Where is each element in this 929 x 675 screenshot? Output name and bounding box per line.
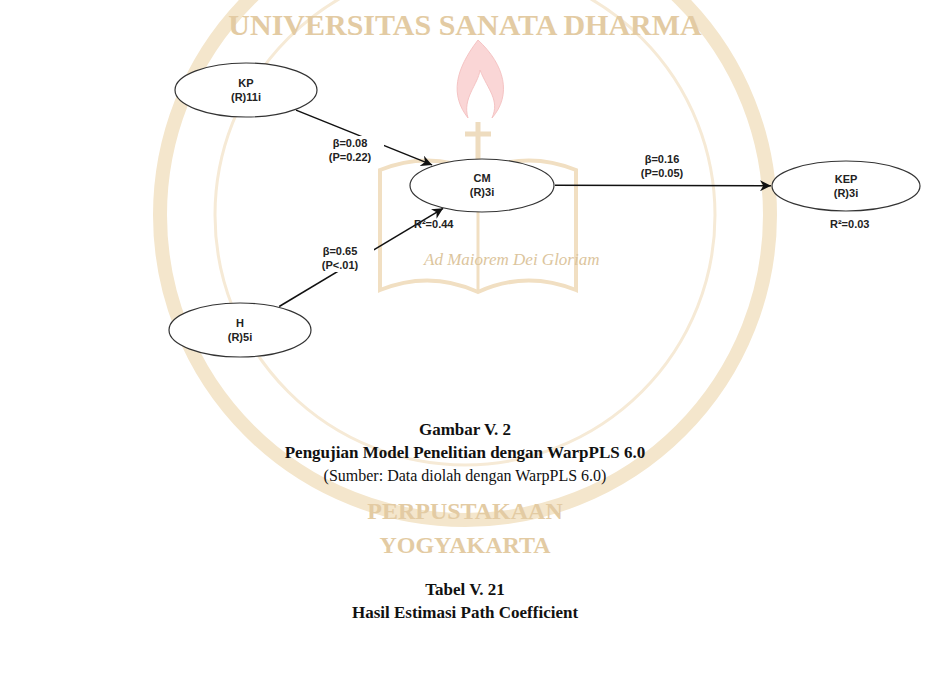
r-squared-label: R²=0.03 xyxy=(830,218,869,230)
caption-text: (Sumber: Data diolah dengan WarpPLS 6.0) xyxy=(324,467,607,485)
watermark-text: Ad Maiorem Dei Gloriam xyxy=(424,250,600,270)
ellipse-outline xyxy=(771,160,921,212)
node-text: (R)11i xyxy=(231,90,261,104)
watermark-text: YOGYAKARTA xyxy=(379,532,550,559)
caption-text: Tabel V. 21 xyxy=(425,580,505,600)
ellipse-outline xyxy=(168,302,312,358)
watermark-text: PERPUSTAKAAN xyxy=(367,498,563,525)
node-text: (R)3i xyxy=(470,185,494,199)
ellipse-outline xyxy=(174,62,318,118)
watermark-text: UNIVERSITAS SANATA DHARMA xyxy=(228,8,701,42)
latent-variable-ellipse: H(R)5i xyxy=(168,302,312,358)
latent-variable-ellipse: CM(R)3i xyxy=(409,158,555,213)
caption-text: Gambar V. 2 xyxy=(419,420,511,440)
latent-variable-ellipse: KEP(R)3i xyxy=(771,160,921,212)
path-coefficient-label: β=0.08 (P=0.22) xyxy=(316,136,384,164)
path-coefficient-label: β=0.16 (P=0.05) xyxy=(628,152,696,180)
node-text: KP xyxy=(238,76,253,90)
path-coefficient-label: β=0.65 (P<.01) xyxy=(306,244,374,272)
node-text: (R)5i xyxy=(228,330,252,344)
node-text: (R)3i xyxy=(834,186,858,200)
r-squared-label: R²=0.44 xyxy=(414,218,453,230)
caption-text: Pengujian Model Penelitian dengan WarpPL… xyxy=(285,443,646,463)
ellipse-outline xyxy=(409,158,555,213)
node-text: KEP xyxy=(835,172,858,186)
caption-text: Hasil Estimasi Path Coefficient xyxy=(352,603,578,623)
node-text: CM xyxy=(473,171,490,185)
path-arrow xyxy=(555,184,771,186)
latent-variable-ellipse: KP(R)11i xyxy=(174,62,318,118)
path-arrow xyxy=(296,110,432,165)
node-text: H xyxy=(236,316,244,330)
